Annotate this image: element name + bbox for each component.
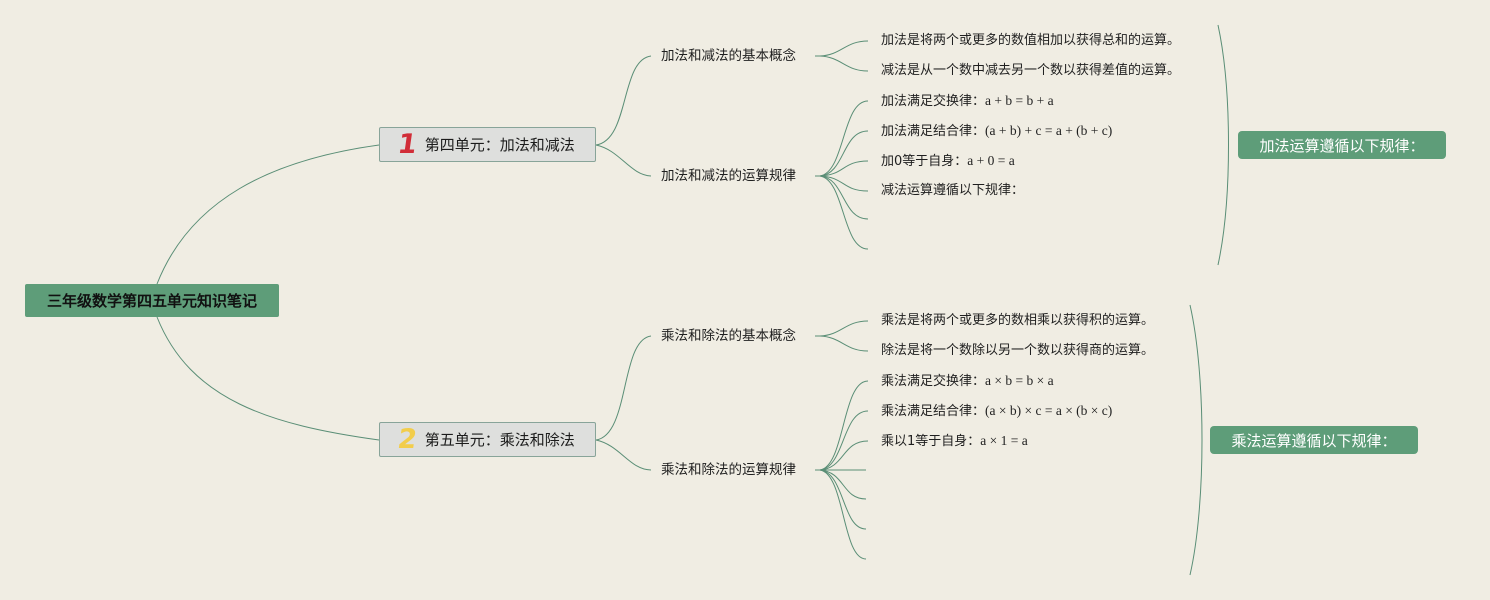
connector-u1-rules-leaf3 xyxy=(819,160,869,177)
subtopic-label: 乘法和除法的运算规律 xyxy=(661,462,796,478)
connector-unit1-concept xyxy=(595,55,652,146)
subtopic-addsub-concept[interactable]: 加法和减法的基本概念 xyxy=(661,47,796,65)
leaf-text: 乘法是将两个或更多的数相乘以获得积的运算。 xyxy=(881,313,1155,328)
connector-u2-concept-leaf2 xyxy=(819,335,869,352)
connector-u2-concept-leaf1 xyxy=(819,320,869,337)
rule-label: 减法运算遵循以下规律： xyxy=(881,183,1025,198)
leaf-mul-associative[interactable]: 乘法满足结合律：(a × b) × c = a × (b × c) xyxy=(881,402,1112,421)
leaf-mul-one[interactable]: 乘以1等于自身：a × 1 = a xyxy=(881,432,1028,451)
subtopic-label: 加法和减法的运算规律 xyxy=(661,168,796,184)
subtopic-muldiv-concept[interactable]: 乘法和除法的基本概念 xyxy=(661,327,796,345)
leaf-add-zero[interactable]: 加0等于自身：a + 0 = a xyxy=(881,152,1015,171)
connector-u1-rules-leaf6 xyxy=(819,175,869,250)
unit-topic-4[interactable]: 1 第四单元：加法和减法 xyxy=(379,127,596,162)
connector-unit2-concept xyxy=(595,335,652,441)
rule-label: 加法满足结合律： xyxy=(881,124,986,139)
unit-number-badge: 2 xyxy=(395,424,419,455)
connector-root-unit2 xyxy=(156,316,380,441)
rule-formula: a × b = b × a xyxy=(985,373,1054,388)
summary-label: 加法运算遵循以下规律： xyxy=(1259,136,1425,155)
rule-label: 乘法满足结合律： xyxy=(881,404,986,419)
leaf-add-commutative[interactable]: 加法满足交换律：a + b = b + a xyxy=(881,92,1054,111)
leaf-text: 加法是将两个或更多的数值相加以获得总和的运算。 xyxy=(881,33,1181,48)
subtopic-muldiv-rules[interactable]: 乘法和除法的运算规律 xyxy=(661,461,796,479)
unit-topic-label: 第五单元：乘法和除法 xyxy=(424,431,575,449)
leaf-division-definition[interactable]: 除法是将一个数除以另一个数以获得商的运算。 xyxy=(881,342,1154,360)
rule-formula: (a × b) × c = a × (b × c) xyxy=(985,403,1113,418)
unit-topic-label: 第四单元：加法和减法 xyxy=(424,136,575,154)
rule-formula: a + 0 = a xyxy=(967,153,1015,168)
rule-label: 加0等于自身： xyxy=(881,154,968,169)
connector-unit2-rules xyxy=(595,439,652,471)
connector-u1-concept-leaf2 xyxy=(819,55,869,72)
connector-u2-rules-leaf3 xyxy=(819,440,869,471)
leaf-text: 减法是从一个数中减去另一个数以获得差值的运算。 xyxy=(881,63,1181,78)
root-topic-label: 三年级数学第四五单元知识笔记 xyxy=(46,292,257,310)
connector-u2-rules-leaf7 xyxy=(819,469,867,560)
connector-u2-rules-leaf2 xyxy=(819,410,869,471)
rule-formula: a + b = b + a xyxy=(985,93,1054,108)
summary-label: 乘法运算遵循以下规律： xyxy=(1231,431,1397,450)
connector-u1-rules-leaf1 xyxy=(819,100,869,177)
summary-brace-2 xyxy=(1189,304,1203,576)
connector-u2-rules-leaf5 xyxy=(819,469,867,500)
connector-u1-rules-leaf5 xyxy=(819,175,869,220)
rule-formula: (a + b) + c = a + (b + c) xyxy=(985,123,1113,138)
rule-label: 乘以1等于自身： xyxy=(881,434,981,449)
summary-addition-rules[interactable]: 加法运算遵循以下规律： xyxy=(1238,131,1446,159)
leaf-sub-rules[interactable]: 减法运算遵循以下规律： xyxy=(881,182,1024,200)
summary-brace-1 xyxy=(1217,24,1229,266)
summary-multiplication-rules[interactable]: 乘法运算遵循以下规律： xyxy=(1210,426,1418,454)
leaf-multiplication-definition[interactable]: 乘法是将两个或更多的数相乘以获得积的运算。 xyxy=(881,312,1154,330)
connector-root-unit1 xyxy=(156,144,380,285)
connector-unit1-rules xyxy=(595,144,652,177)
unit-number-badge: 1 xyxy=(395,129,419,160)
rule-label: 乘法满足交换律： xyxy=(881,374,986,389)
leaf-subtraction-definition[interactable]: 减法是从一个数中减去另一个数以获得差值的运算。 xyxy=(881,62,1180,80)
leaf-addition-definition[interactable]: 加法是将两个或更多的数值相加以获得总和的运算。 xyxy=(881,32,1180,50)
subtopic-addsub-rules[interactable]: 加法和减法的运算规律 xyxy=(661,167,796,185)
connector-u1-rules-leaf4 xyxy=(819,175,869,192)
rule-formula: a × 1 = a xyxy=(980,433,1028,448)
rule-label: 加法满足交换律： xyxy=(881,94,986,109)
leaf-add-associative[interactable]: 加法满足结合律：(a + b) + c = a + (b + c) xyxy=(881,122,1112,141)
connector-u2-rules-leaf6 xyxy=(819,469,867,530)
subtopic-label: 乘法和除法的基本概念 xyxy=(661,328,796,344)
connector-u2-rules-leaf1 xyxy=(819,380,869,471)
leaf-text: 除法是将一个数除以另一个数以获得商的运算。 xyxy=(881,343,1155,358)
connector-u1-concept-leaf1 xyxy=(819,40,869,57)
leaf-mul-commutative[interactable]: 乘法满足交换律：a × b = b × a xyxy=(881,372,1054,391)
unit-topic-5[interactable]: 2 第五单元：乘法和除法 xyxy=(379,422,596,457)
root-topic[interactable]: 三年级数学第四五单元知识笔记 xyxy=(25,284,279,317)
subtopic-label: 加法和减法的基本概念 xyxy=(661,48,796,64)
connector-u1-rules-leaf2 xyxy=(819,130,869,177)
